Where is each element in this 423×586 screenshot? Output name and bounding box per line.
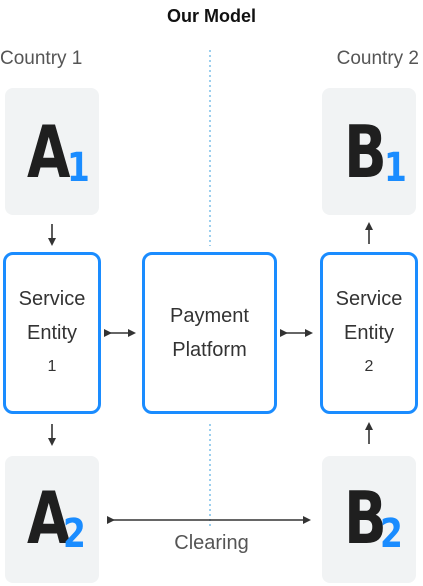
node-a2: A 2 <box>5 456 99 583</box>
service-entity-1-number: 1 <box>47 358 57 375</box>
clearing-label: Clearing <box>174 532 249 554</box>
country-1-label: Country 1 <box>0 48 83 69</box>
service-entity-1-line1: Service <box>18 288 86 310</box>
node-a2-sub: 2 <box>63 511 86 557</box>
node-a1: A 1 <box>5 88 99 215</box>
node-b2: B 2 <box>322 456 416 583</box>
service-entity-2-line2: Entity <box>343 322 395 344</box>
service-entity-2-number: 2 <box>364 358 374 375</box>
node-b2-sub: 2 <box>380 511 403 557</box>
payment-platform-line2: Platform <box>172 339 247 361</box>
node-b2-letter: B <box>344 476 387 560</box>
service-entity-2-box: Service Entity 2 <box>320 252 418 414</box>
node-b1: B 1 <box>322 88 416 215</box>
diagram-title: Our Model <box>167 6 256 26</box>
service-entity-1-line2: Entity <box>26 322 78 344</box>
payment-platform-box: Payment Platform <box>142 252 277 414</box>
country-2-label: Country 2 <box>336 48 419 69</box>
node-a1-letter: A <box>27 110 71 194</box>
node-a1-sub: 1 <box>67 145 90 191</box>
node-a2-letter: A <box>27 476 71 560</box>
node-b1-letter: B <box>344 110 387 194</box>
service-entity-1-box: Service Entity 1 <box>3 252 101 414</box>
node-b1-sub: 1 <box>384 145 407 191</box>
service-entity-2-line1: Service <box>335 288 403 310</box>
payment-platform-line1: Payment <box>170 305 249 327</box>
